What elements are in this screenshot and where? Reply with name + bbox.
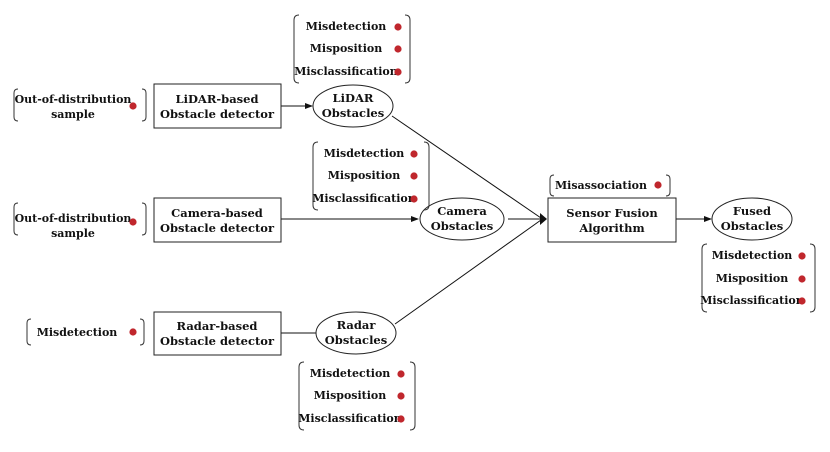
obstacles-radar: Radar Obstacles: [315, 311, 397, 355]
fault-dot-icon: [394, 45, 402, 53]
error-item: Misdetection: [310, 367, 391, 380]
detector-label-line-1: LiDAR-based: [175, 92, 258, 106]
left-bracket: [549, 174, 555, 197]
fusion-label-line-1: Sensor Fusion: [566, 206, 658, 220]
error-list-camera: Misdetection Misposition Misclassificati…: [312, 141, 430, 211]
error-item: Misposition: [314, 389, 387, 402]
detector-lidar: LiDAR-based Obstacle detector: [153, 83, 282, 129]
obstacles-label-line-1: Fused: [733, 204, 771, 218]
fault-dot-icon: [798, 297, 806, 305]
input-camera-ood: Out-of-distribution sample: [13, 202, 147, 240]
error-list-fused: Misdetection Misposition Misclassificati…: [700, 243, 816, 313]
error-item: Misposition: [310, 42, 383, 55]
detector-label-line-1: Radar-based: [177, 319, 258, 333]
fault-dot-icon: [798, 275, 806, 283]
right-bracket: [423, 141, 430, 211]
error-item: Misdetection: [306, 20, 387, 33]
obstacles-ellipse: [312, 84, 394, 128]
edge-radar-obstacles-to-fusion: [394, 219, 542, 325]
input-label-line-1: Misdetection: [37, 326, 118, 339]
fusion-box: [547, 197, 677, 243]
obstacles-camera: Camera Obstacles: [419, 197, 505, 241]
fault-dot-icon: [410, 195, 418, 203]
error-list-fusion: Misassociation: [549, 174, 671, 197]
fault-dot-icon: [410, 150, 418, 158]
right-bracket: [809, 243, 816, 313]
right-bracket: [141, 202, 147, 236]
fault-dot-icon: [397, 370, 405, 378]
error-item: Misclassification: [700, 294, 804, 307]
obstacles-label-line-1: Radar: [337, 318, 377, 332]
left-bracket: [13, 202, 19, 236]
left-bracket: [298, 361, 305, 431]
obstacles-label-line-1: Camera: [437, 204, 487, 218]
obstacles-label-line-2: Obstacles: [322, 106, 384, 120]
obstacles-label-line-2: Obstacles: [721, 219, 783, 233]
obstacles-fused: Fused Obstacles: [711, 197, 793, 241]
detector-label-line-2: Obstacle detector: [160, 107, 275, 121]
error-item: Misposition: [328, 169, 401, 182]
input-radar-misdetection: Misdetection: [26, 318, 145, 346]
right-bracket: [404, 14, 411, 84]
detector-label-line-2: Obstacle detector: [160, 334, 275, 348]
obstacles-label-line-2: Obstacles: [431, 219, 493, 233]
detector-box: [153, 83, 282, 129]
left-bracket: [312, 141, 319, 211]
error-item: Misdetection: [712, 249, 793, 262]
fault-dot-icon: [129, 102, 137, 110]
input-label-line-2: sample: [51, 227, 95, 240]
detector-label-line-1: Camera-based: [171, 206, 263, 220]
error-item: Misassociation: [555, 179, 647, 192]
error-item: Misclassification: [298, 412, 402, 425]
fault-dot-icon: [129, 218, 137, 226]
right-bracket: [139, 318, 145, 346]
input-label-line-2: sample: [51, 108, 95, 121]
fault-dot-icon: [397, 415, 405, 423]
error-list-lidar: Misdetection Misposition Misclassificati…: [293, 14, 411, 84]
input-label-line-1: Out-of-distribution: [15, 212, 132, 225]
detector-label-line-2: Obstacle detector: [160, 221, 275, 235]
obstacles-label-line-1: LiDAR: [333, 91, 374, 105]
edge-lidar-obstacles-to-fusion: [391, 115, 542, 219]
detector-radar: Radar-based Obstacle detector: [153, 311, 282, 356]
obstacles-lidar: LiDAR Obstacles: [312, 84, 394, 128]
sensor-fusion-algorithm: Sensor Fusion Algorithm: [547, 197, 677, 243]
fault-dot-icon: [410, 172, 418, 180]
fusion-label-line-2: Algorithm: [578, 221, 644, 235]
fusion-merge-arrowhead: [540, 213, 547, 225]
obstacles-ellipse: [419, 197, 505, 241]
detector-camera: Camera-based Obstacle detector: [153, 197, 282, 243]
error-item: Misdetection: [324, 147, 405, 160]
fault-dot-icon: [397, 392, 405, 400]
edges: [281, 103, 712, 334]
detector-box: [153, 197, 282, 243]
error-list-radar: Misdetection Misposition Misclassificati…: [298, 361, 416, 431]
obstacles-ellipse: [711, 197, 793, 241]
obstacles-label-line-2: Obstacles: [325, 333, 387, 347]
input-lidar-ood: Out-of-distribution sample: [13, 88, 147, 122]
left-bracket: [293, 14, 300, 84]
error-item: Misclassification: [294, 65, 398, 78]
left-bracket: [26, 318, 32, 346]
fault-dot-icon: [394, 68, 402, 76]
fault-dot-icon: [654, 181, 662, 189]
error-item: Misclassification: [312, 192, 416, 205]
fault-dot-icon: [394, 23, 402, 31]
obstacles-ellipse: [315, 311, 397, 355]
error-item: Misposition: [716, 272, 789, 285]
left-bracket: [13, 88, 19, 122]
fault-dot-icon: [798, 252, 806, 260]
fault-dot-icon: [129, 328, 137, 336]
left-bracket: [701, 243, 708, 313]
right-bracket: [409, 361, 416, 431]
right-bracket: [141, 88, 147, 122]
detector-box: [153, 311, 282, 356]
right-bracket: [665, 174, 671, 197]
input-label-line-1: Out-of-distribution: [15, 93, 132, 106]
